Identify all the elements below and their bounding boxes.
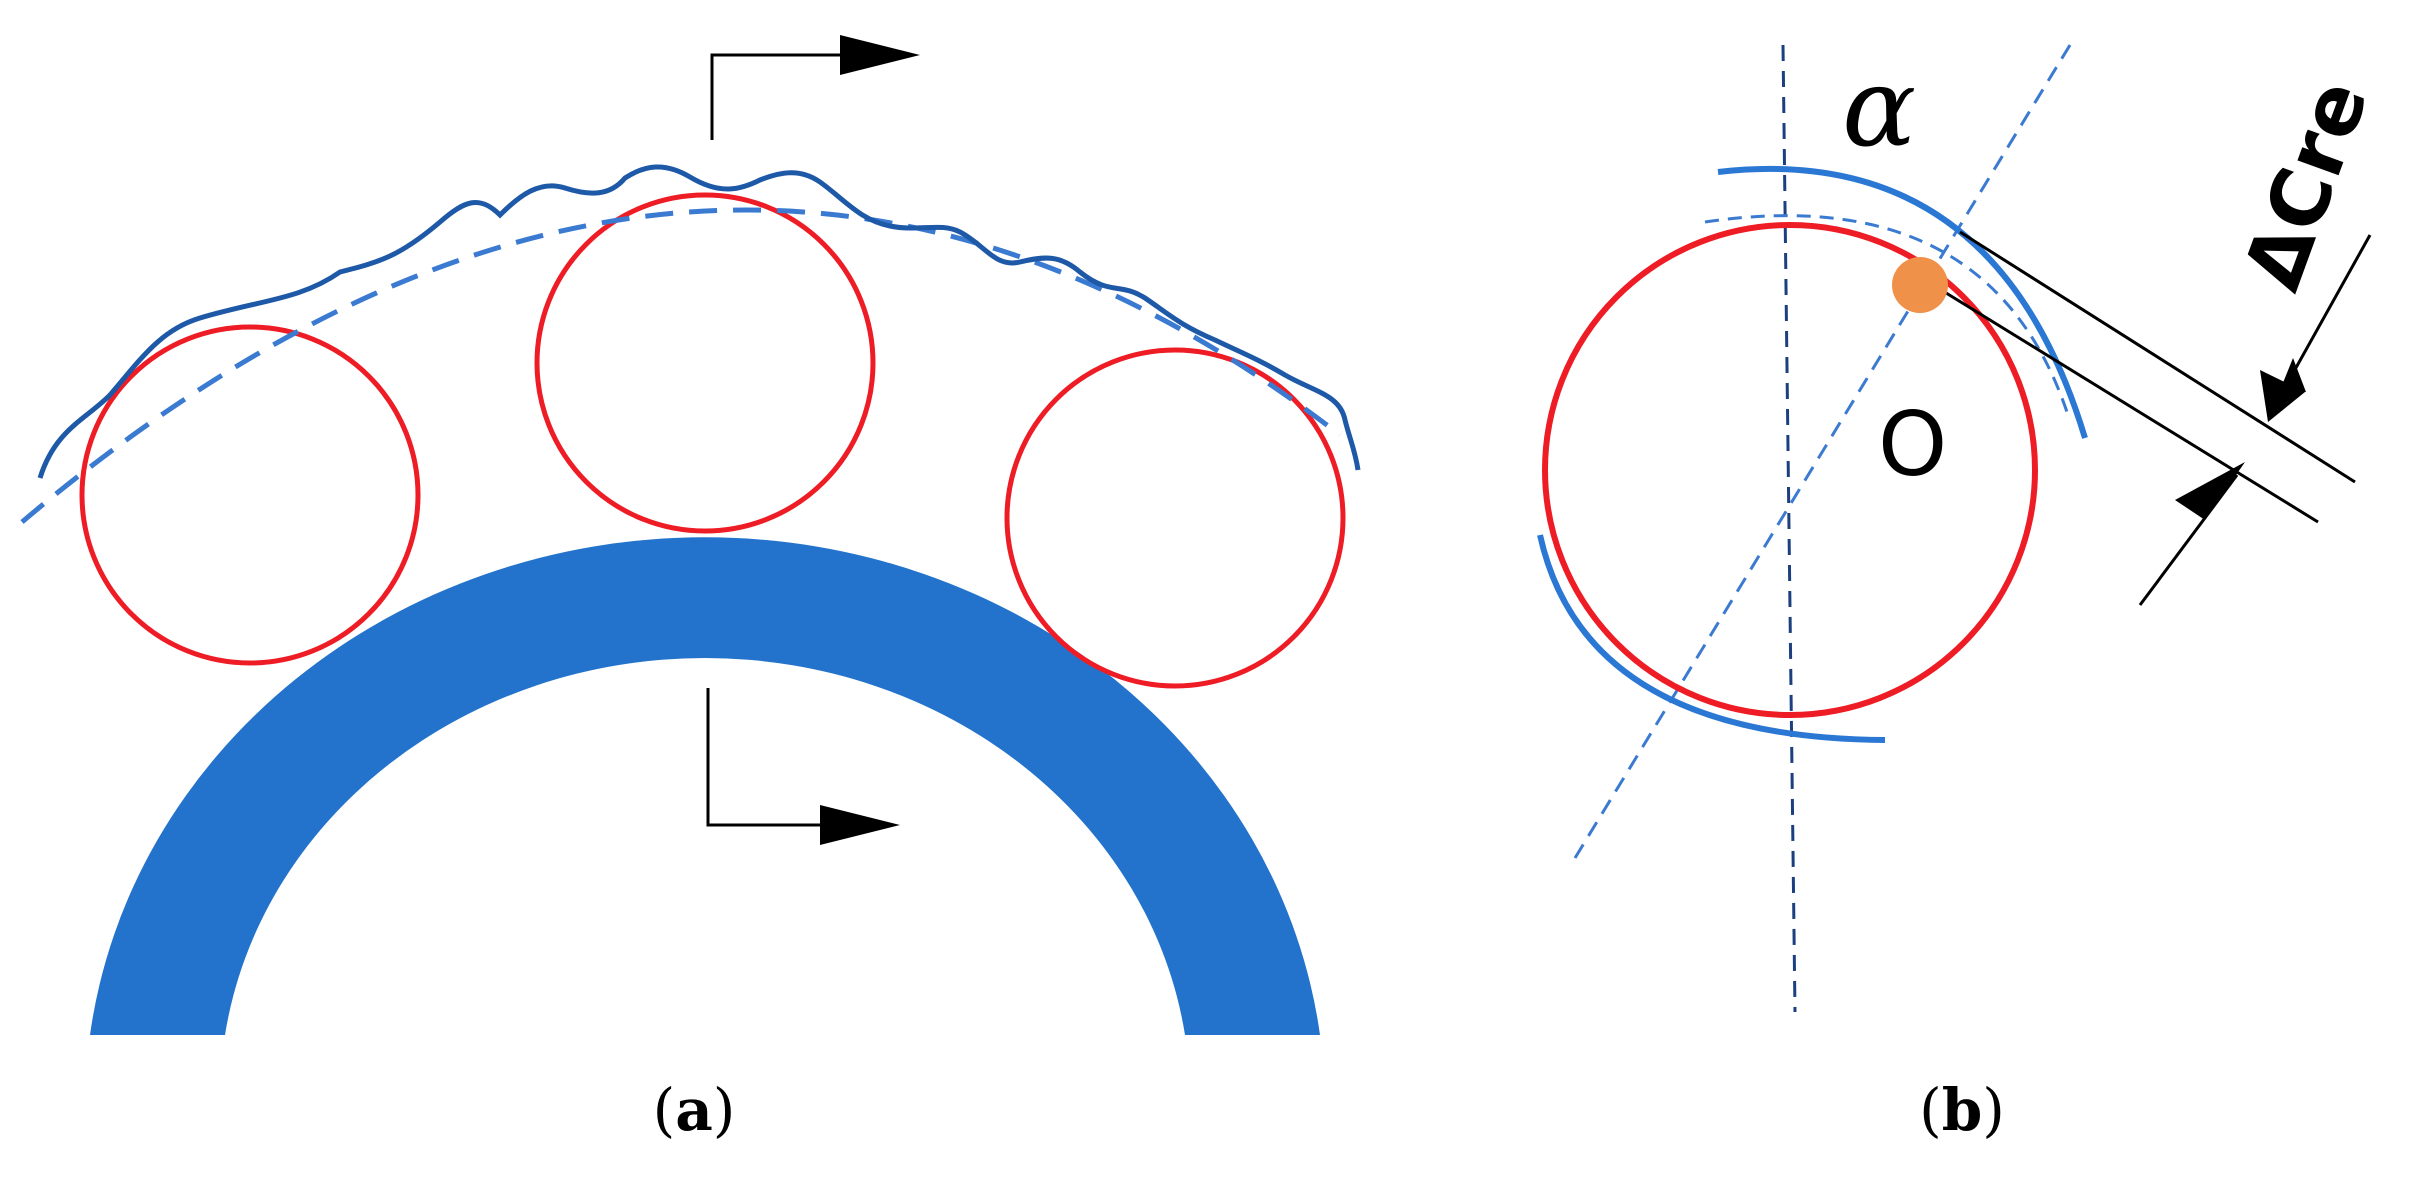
section-arrowhead-bottom xyxy=(820,805,900,845)
clearance-label: ΔCre xyxy=(2225,68,2386,301)
vertical-center-line xyxy=(1781,44,1797,1013)
nominal-race-curve xyxy=(20,207,1342,524)
inner-ring xyxy=(90,537,1320,1035)
roller-center xyxy=(534,192,876,534)
caption-a: (a) xyxy=(653,1076,736,1144)
inner-race-arc-b xyxy=(1537,534,1886,743)
angle-label-alpha: α xyxy=(1842,43,1916,171)
roller-right xyxy=(1004,347,1346,689)
contact-angle-line xyxy=(1573,44,2072,859)
roller-left xyxy=(79,324,421,666)
center-label-o: O xyxy=(1878,393,1947,496)
nominal-race-arc-b xyxy=(1704,214,2070,416)
clearance-extension-inner xyxy=(1924,278,2319,524)
section-arrow-top xyxy=(710,51,901,140)
panel-b: α O ΔCre (b) xyxy=(1537,43,2386,1144)
panel-a: (a) xyxy=(20,35,1361,1144)
caption-b: (b) xyxy=(1919,1076,2005,1144)
contact-point xyxy=(1892,257,1948,313)
section-arrow-bottom xyxy=(706,688,880,827)
section-arrowhead-top xyxy=(840,35,920,75)
clearance-extension-outer xyxy=(1959,230,2356,484)
clearance-arrowhead-upper-fill xyxy=(2260,370,2305,422)
wavy-race-profile xyxy=(37,164,1361,479)
clearance-arrowhead-lower xyxy=(2175,462,2245,520)
roller-b xyxy=(1542,222,2038,718)
